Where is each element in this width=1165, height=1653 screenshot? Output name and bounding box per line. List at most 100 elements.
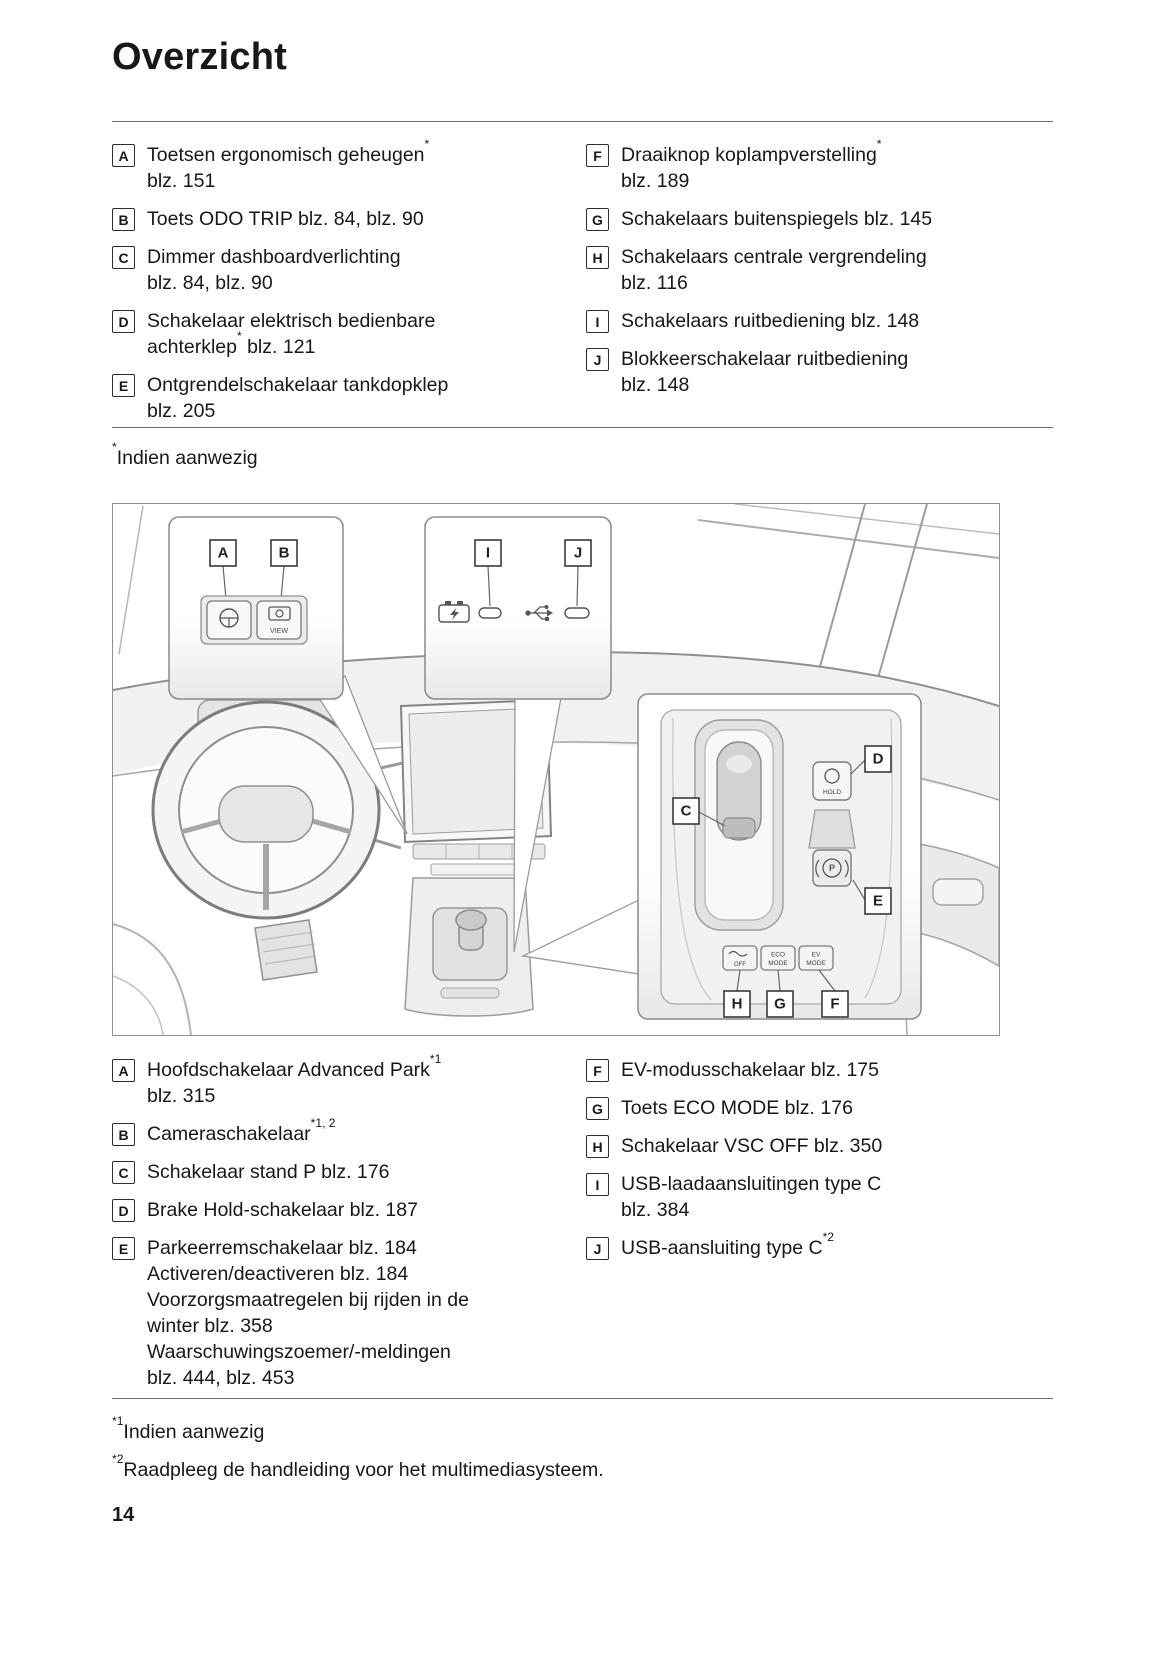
hold-label: HOLD bbox=[823, 789, 841, 796]
legend-key-e: E bbox=[112, 1237, 135, 1260]
svg-text:J: J bbox=[574, 545, 582, 562]
legend-key-i: I bbox=[586, 1173, 609, 1196]
svg-text:H: H bbox=[732, 996, 743, 1013]
svg-text:A: A bbox=[218, 545, 229, 562]
memory-button bbox=[206, 600, 252, 640]
svg-text:EV: EV bbox=[812, 952, 821, 959]
svg-text:P: P bbox=[829, 863, 835, 873]
legend-text: Schakelaars buitenspiegels blz. 145 bbox=[621, 208, 933, 230]
camera-icon bbox=[268, 606, 291, 621]
divider-middle bbox=[112, 427, 1053, 428]
svg-text:C: C bbox=[681, 803, 692, 820]
callout-box-console: HOLD P D C bbox=[637, 693, 922, 1020]
parking-brake-icon bbox=[822, 858, 842, 878]
legend-key-g: G bbox=[586, 208, 609, 231]
legend-item-c: C Schakelaar stand P blz. 176 bbox=[112, 1159, 586, 1185]
callout-box-ij: I J bbox=[424, 516, 612, 700]
legend-text: Toetsen ergonomisch geheugen*blz. 151 bbox=[147, 137, 430, 192]
center-console bbox=[404, 877, 534, 1017]
brake-pedal bbox=[254, 919, 318, 981]
availability-note: *Indien aanwezig bbox=[112, 441, 258, 470]
legend-key-i: I bbox=[586, 310, 609, 333]
legend-key-h: H bbox=[586, 246, 609, 269]
legend-item-h: H Schakelaar VSC OFF blz. 350 bbox=[586, 1133, 1053, 1159]
svg-text:E: E bbox=[873, 893, 883, 910]
page-title: Overzicht bbox=[112, 36, 287, 78]
callout-label-c: C bbox=[672, 797, 700, 825]
legend-key-d: D bbox=[112, 1199, 135, 1222]
brake-hold-button: HOLD bbox=[812, 761, 852, 801]
legend-text: Toets ECO MODE blz. 176 bbox=[621, 1097, 853, 1119]
availability-note-text: Indien aanwezig bbox=[116, 447, 258, 469]
ev-mode-button: EV MODE bbox=[798, 945, 834, 971]
legend-text: Schakelaar VSC OFF blz. 350 bbox=[621, 1135, 883, 1157]
legend-text: Cameraschakelaar*1, 2 bbox=[147, 1116, 336, 1145]
legend-key-j: J bbox=[586, 348, 609, 371]
legend-text: Draaiknop koplampverstelling*blz. 189 bbox=[621, 137, 882, 192]
charge-indicator-icon bbox=[438, 601, 470, 623]
svg-text:G: G bbox=[774, 996, 786, 1013]
svg-text:D: D bbox=[873, 751, 884, 768]
legend-key-c: C bbox=[112, 246, 135, 269]
legend-text: USB-aansluiting type C*2 bbox=[621, 1230, 835, 1259]
vsc-off-button: OFF bbox=[722, 945, 758, 971]
page-number: 14 bbox=[112, 1504, 135, 1526]
divider-bottom bbox=[112, 1398, 1053, 1399]
vsc-skid-icon bbox=[728, 950, 748, 957]
center-display bbox=[399, 698, 553, 876]
legend-key-f: F bbox=[586, 1059, 609, 1082]
svg-text:MODE: MODE bbox=[806, 960, 826, 967]
legend-key-g: G bbox=[586, 1097, 609, 1120]
callout-label-a: A bbox=[209, 539, 237, 567]
availability-note-marker: * bbox=[112, 440, 117, 455]
legend-text: Schakelaars ruitbediening blz. 148 bbox=[621, 310, 920, 332]
callout-label-f: F bbox=[821, 990, 849, 1018]
brake-hold-icon bbox=[824, 768, 840, 784]
legend-text: EV-modusschakelaar blz. 175 bbox=[621, 1059, 879, 1081]
legend-item-b: B Cameraschakelaar*1, 2 bbox=[112, 1116, 586, 1147]
legend-item-g: G Schakelaars buitenspiegels blz. 145 bbox=[586, 206, 1053, 232]
door-handle bbox=[932, 878, 984, 906]
legend-key-b: B bbox=[112, 208, 135, 231]
dashboard-figure: VIEW A B bbox=[112, 503, 1000, 1036]
legend-key-d: D bbox=[112, 310, 135, 333]
svg-text:I: I bbox=[486, 545, 490, 562]
parking-brake-lever bbox=[808, 809, 856, 849]
legend-text: Toets ODO TRIP blz. 84, blz. 90 bbox=[147, 208, 424, 230]
legend-key-h: H bbox=[586, 1135, 609, 1158]
legend-key-b: B bbox=[112, 1123, 135, 1146]
callout-label-e: E bbox=[864, 887, 892, 915]
eco-mode-button: ECO MODE bbox=[760, 945, 796, 971]
legend-text: Brake Hold-schakelaar blz. 187 bbox=[147, 1199, 418, 1221]
legend-text: Schakelaar stand P blz. 176 bbox=[147, 1161, 390, 1183]
parking-brake-button: P bbox=[812, 849, 852, 887]
usb-c-port-j-icon bbox=[564, 607, 590, 619]
callout-pointers bbox=[318, 674, 640, 975]
legend-key-a: A bbox=[112, 1059, 135, 1082]
steering-wheel bbox=[151, 699, 408, 920]
callout-label-i: I bbox=[474, 539, 502, 567]
legend-key-c: C bbox=[112, 1161, 135, 1184]
footnote-2-marker: *2 bbox=[112, 1452, 124, 1467]
legend-item-d: D Brake Hold-schakelaar blz. 187 bbox=[112, 1197, 586, 1223]
shift-p-button bbox=[722, 817, 756, 839]
legend-key-a: A bbox=[112, 144, 135, 167]
callout-label-b: B bbox=[270, 539, 298, 567]
